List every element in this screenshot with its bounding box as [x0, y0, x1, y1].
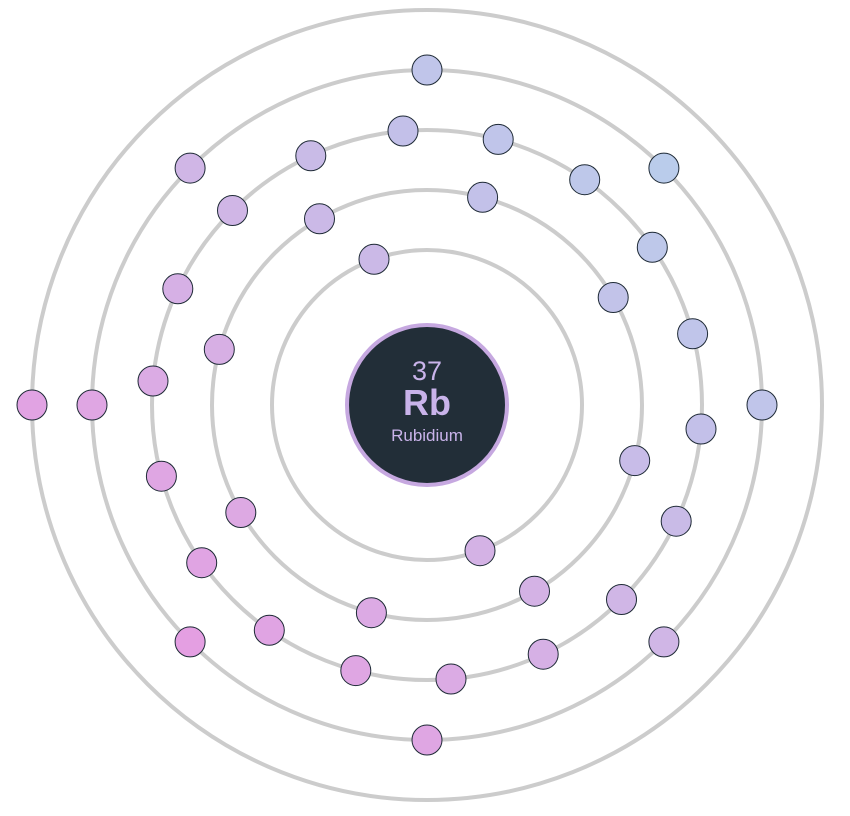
electrons [16, 54, 778, 756]
electron-shell-3 [186, 547, 218, 579]
nucleus-core [345, 323, 509, 487]
electron-shell-3 [162, 273, 194, 305]
electron-shell-3 [482, 123, 514, 155]
electron-shell-3 [137, 365, 169, 397]
electron-shell-2 [467, 181, 499, 213]
shell-ring-3 [150, 128, 704, 682]
electron-shell-3 [569, 164, 601, 196]
shell-ring-1 [270, 248, 584, 562]
electron-shell-2 [619, 445, 651, 477]
electron-shell-3 [660, 505, 692, 537]
electron-shell-4 [174, 152, 206, 184]
electron-shell-3 [677, 318, 709, 350]
element-name: Rubidium [391, 426, 463, 445]
electron-shell-4 [411, 724, 443, 756]
electron-shell-1 [464, 535, 496, 567]
electron-shell-3 [340, 655, 372, 687]
electron-shell-1 [358, 243, 390, 275]
electron-shell-4 [76, 389, 108, 421]
element-symbol: Rb [403, 382, 451, 423]
electron-shell-4 [648, 152, 680, 184]
electron-shell-3 [217, 195, 248, 226]
electron-shell-2 [355, 597, 387, 629]
electron-shell-5 [16, 389, 48, 421]
electron-shell-2 [203, 333, 235, 365]
electron-shell-2 [519, 575, 550, 607]
electron-shell-3 [435, 663, 467, 695]
electron-shell-4 [648, 626, 680, 658]
electron-shell-3 [606, 584, 637, 615]
atomic-number: 37 [412, 356, 442, 386]
electron-shell-3 [685, 413, 717, 445]
electron-shell-4 [411, 54, 443, 86]
electron-shell-3 [145, 460, 177, 492]
shell-ring-2 [210, 188, 644, 622]
electron-shell-3 [295, 140, 327, 172]
electron-shell-4 [174, 626, 206, 658]
electron-shell-2 [225, 497, 257, 528]
electron-shell-3 [636, 231, 668, 263]
electron-shell-4 [746, 389, 778, 421]
electron-shell-3 [527, 638, 559, 670]
electron-shell-2 [597, 282, 629, 313]
nucleus: 37 Rb Rubidium [345, 323, 509, 487]
electron-shell-3 [387, 115, 419, 147]
electron-shell-3 [253, 614, 285, 646]
electron-shell-2 [304, 203, 335, 235]
